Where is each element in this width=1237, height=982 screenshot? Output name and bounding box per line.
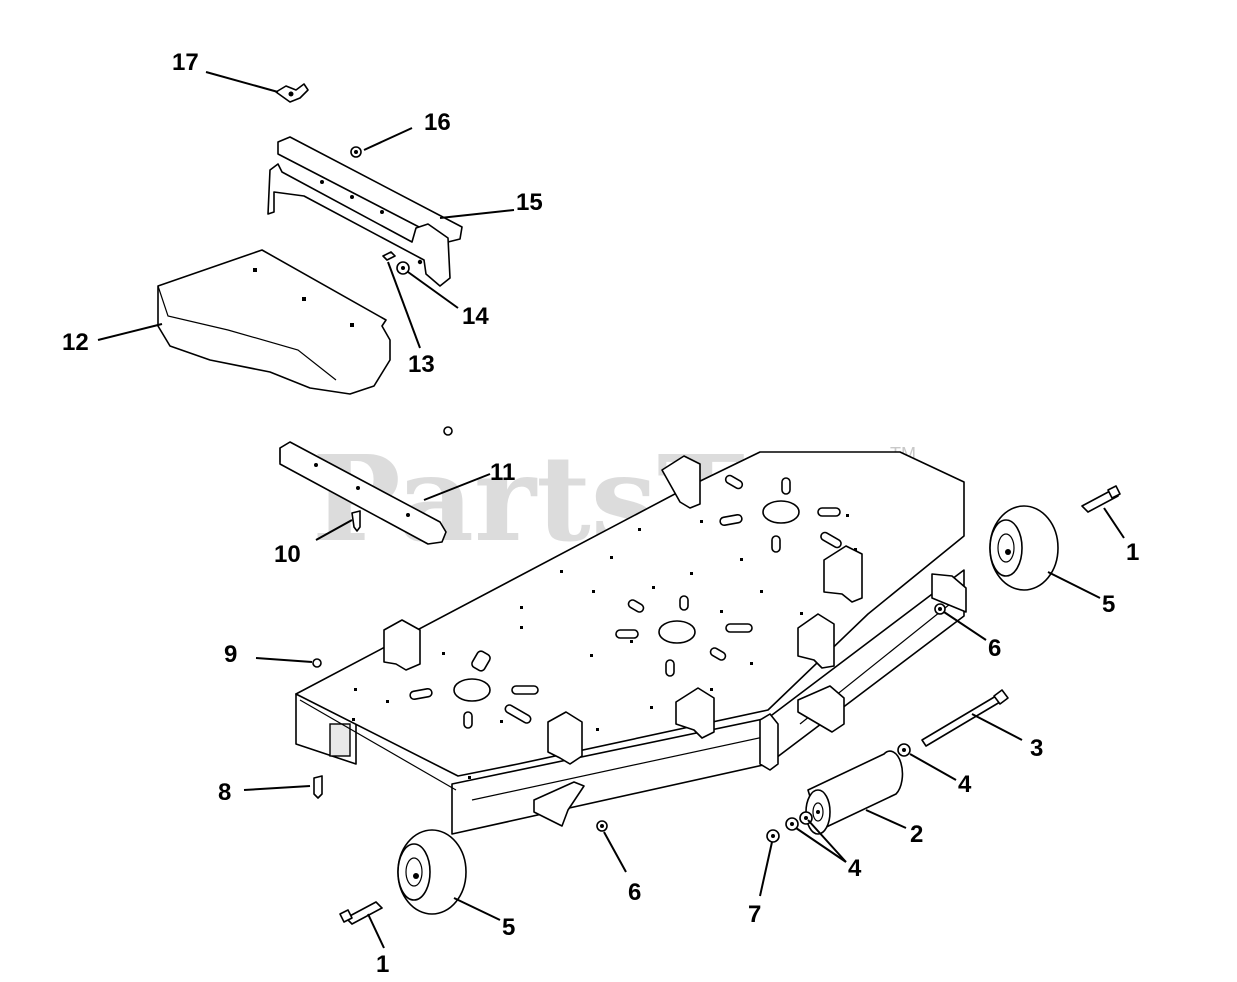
part-3-roller-bolt[interactable] <box>921 689 1009 747</box>
callout-7: 7 <box>748 901 761 928</box>
part-13-bolt[interactable] <box>382 251 396 261</box>
part-4-washer-upper[interactable] <box>897 743 911 757</box>
part-1-bolt-right[interactable] <box>1081 485 1121 513</box>
part-6-nut-front[interactable] <box>596 820 608 832</box>
part-1-bolt-left[interactable] <box>339 901 383 925</box>
callout-2: 2 <box>910 821 923 848</box>
part-16-nut[interactable] <box>350 146 362 158</box>
leader-lines <box>97 71 1125 949</box>
part-5-wheel-left[interactable] <box>397 829 467 915</box>
part-7-nut[interactable] <box>766 829 780 843</box>
callout-9: 9 <box>224 641 237 668</box>
callout-6-front: 6 <box>628 879 641 906</box>
callout-12: 12 <box>62 329 89 356</box>
small-nut-near-11 <box>443 426 453 436</box>
callout-8: 8 <box>218 779 231 806</box>
callout-5-right: 5 <box>1102 591 1115 618</box>
part-6-nut-right[interactable] <box>934 603 946 615</box>
part-17-wing-nut[interactable] <box>275 83 309 103</box>
part-5-wheel-right[interactable] <box>989 505 1059 591</box>
callout-1-left: 1 <box>376 951 389 978</box>
callout-1-right: 1 <box>1126 539 1139 566</box>
callout-11: 11 <box>490 459 515 486</box>
mower-deck-housing[interactable] <box>295 451 967 835</box>
part-10-bolt[interactable] <box>351 510 361 532</box>
part-9-nut[interactable] <box>312 658 322 668</box>
part-11-baffle[interactable] <box>279 441 447 545</box>
callout-4-upper: 4 <box>958 771 972 798</box>
callout-17: 17 <box>172 49 199 76</box>
part-15-chute-bracket[interactable] <box>267 136 463 287</box>
callout-labels: 17 16 15 14 13 12 11 10 9 8 1 5 6 3 4 2 … <box>62 49 1139 978</box>
part-4-washer-lower-b[interactable] <box>799 811 813 825</box>
callout-10: 10 <box>274 541 301 568</box>
callout-3: 3 <box>1030 735 1043 762</box>
part-2-roller[interactable] <box>805 750 904 835</box>
callout-13: 13 <box>408 351 435 378</box>
callout-14: 14 <box>462 303 489 330</box>
part-8-bolt[interactable] <box>313 775 323 799</box>
part-4-washer-lower-a[interactable] <box>785 817 799 831</box>
callout-16: 16 <box>424 109 451 136</box>
part-12-discharge-chute[interactable] <box>157 249 391 395</box>
callout-6-right: 6 <box>988 635 1001 662</box>
callout-4-lower: 4 <box>848 855 862 882</box>
part-14-washer[interactable] <box>396 261 410 275</box>
callout-5-left: 5 <box>502 914 515 941</box>
callout-15: 15 <box>516 189 543 216</box>
